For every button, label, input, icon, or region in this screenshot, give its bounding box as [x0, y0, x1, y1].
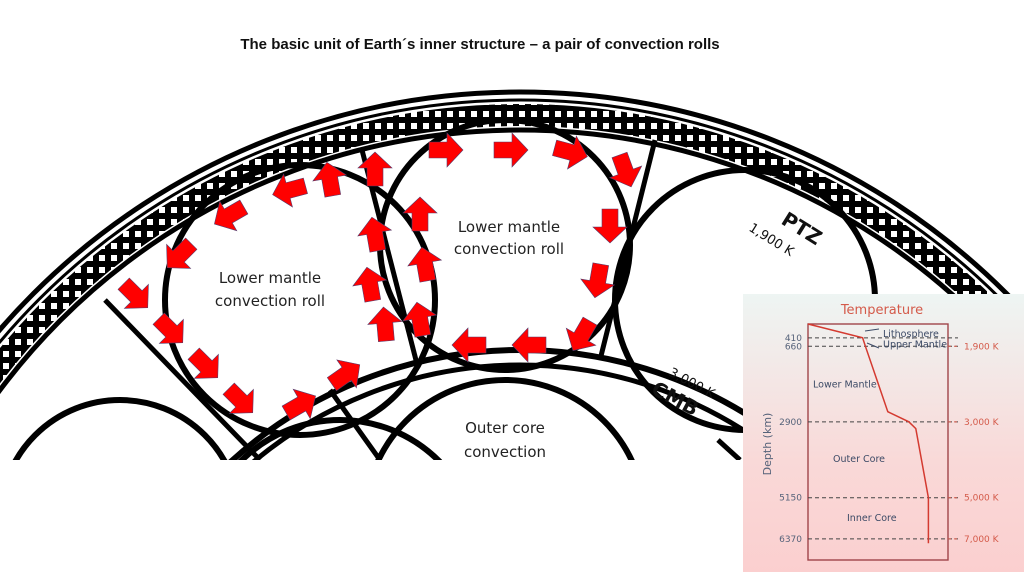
convection-arrow — [214, 199, 249, 232]
convection-arrow — [493, 132, 529, 168]
temperature-curve — [807, 323, 930, 544]
depth-tick-label: 410 — [785, 334, 802, 344]
chart-frame — [807, 323, 949, 561]
temperature-tick-label: 7,000 K — [964, 535, 1000, 545]
convection-arrow — [608, 151, 643, 188]
convection-arrow — [402, 301, 438, 338]
convection-arrow — [272, 173, 308, 208]
layer-label: Upper Mantle — [883, 339, 947, 350]
layer-label: Outer Core — [833, 454, 885, 465]
convection-arrow — [565, 316, 598, 351]
convection-arrow — [357, 216, 393, 253]
depth-tick-label: 2900 — [779, 418, 802, 428]
convection-arrow — [407, 246, 443, 283]
layer-label: Lithosphere — [883, 329, 939, 340]
left-roll-circle — [162, 162, 438, 438]
convection-arrow — [357, 151, 393, 187]
temperature-tick-label: 1,900 K — [964, 342, 1000, 352]
convection-arrow — [222, 382, 254, 414]
depth-tick-label: 5150 — [779, 494, 802, 504]
left-roll-label-2: convection roll — [215, 292, 325, 310]
chart-title: Temperature — [840, 303, 923, 318]
layer-label: Inner Core — [847, 513, 897, 524]
convection-arrows — [117, 132, 643, 421]
radial-lines — [103, 139, 742, 460]
convection-arrow — [187, 347, 219, 379]
outer-core-circle — [375, 377, 635, 460]
temperature-tick-label: 3,000 K — [964, 418, 1000, 428]
layer-pointer-arrows — [864, 328, 880, 349]
right-roll-label-2: convection roll — [454, 240, 564, 258]
convection-arrow — [326, 359, 361, 392]
convection-arrow — [451, 327, 487, 363]
outer-core-label-2: convection — [464, 443, 546, 461]
convection-arrow — [511, 327, 547, 363]
depth-tick-label: 660 — [785, 342, 802, 352]
convection-arrow — [402, 196, 438, 232]
outer-core-label-1: Outer core — [465, 419, 545, 437]
convection-arrow — [312, 161, 348, 198]
convection-arrow — [580, 262, 616, 299]
convection-arrow — [367, 306, 403, 342]
core-left-circle — [237, 417, 443, 460]
depth-tick-label: 6370 — [779, 535, 802, 545]
diagram-title: The basic unit of Earth´s inner structur… — [240, 36, 720, 53]
convection-arrow — [152, 312, 184, 344]
crust-band — [0, 89, 1024, 395]
convection-arrow — [592, 208, 628, 244]
convection-diagram: Lower mantle convection roll Lower mantl… — [0, 89, 1024, 461]
convection-arrow — [166, 237, 198, 269]
y-axis-label: Depth (km) — [761, 413, 774, 476]
right-roll-label-1: Lower mantle — [458, 218, 560, 236]
convection-arrow — [352, 266, 388, 303]
convection-arrow — [281, 388, 316, 421]
temperature-tick-label: 5,000 K — [964, 494, 1000, 504]
far-left-roll-circle — [12, 397, 228, 460]
convection-arrow — [117, 277, 149, 309]
left-roll-label-1: Lower mantle — [219, 269, 321, 287]
convection-arrow — [552, 135, 588, 170]
layer-label: Lower Mantle — [813, 380, 877, 391]
convection-arrow — [428, 132, 464, 168]
